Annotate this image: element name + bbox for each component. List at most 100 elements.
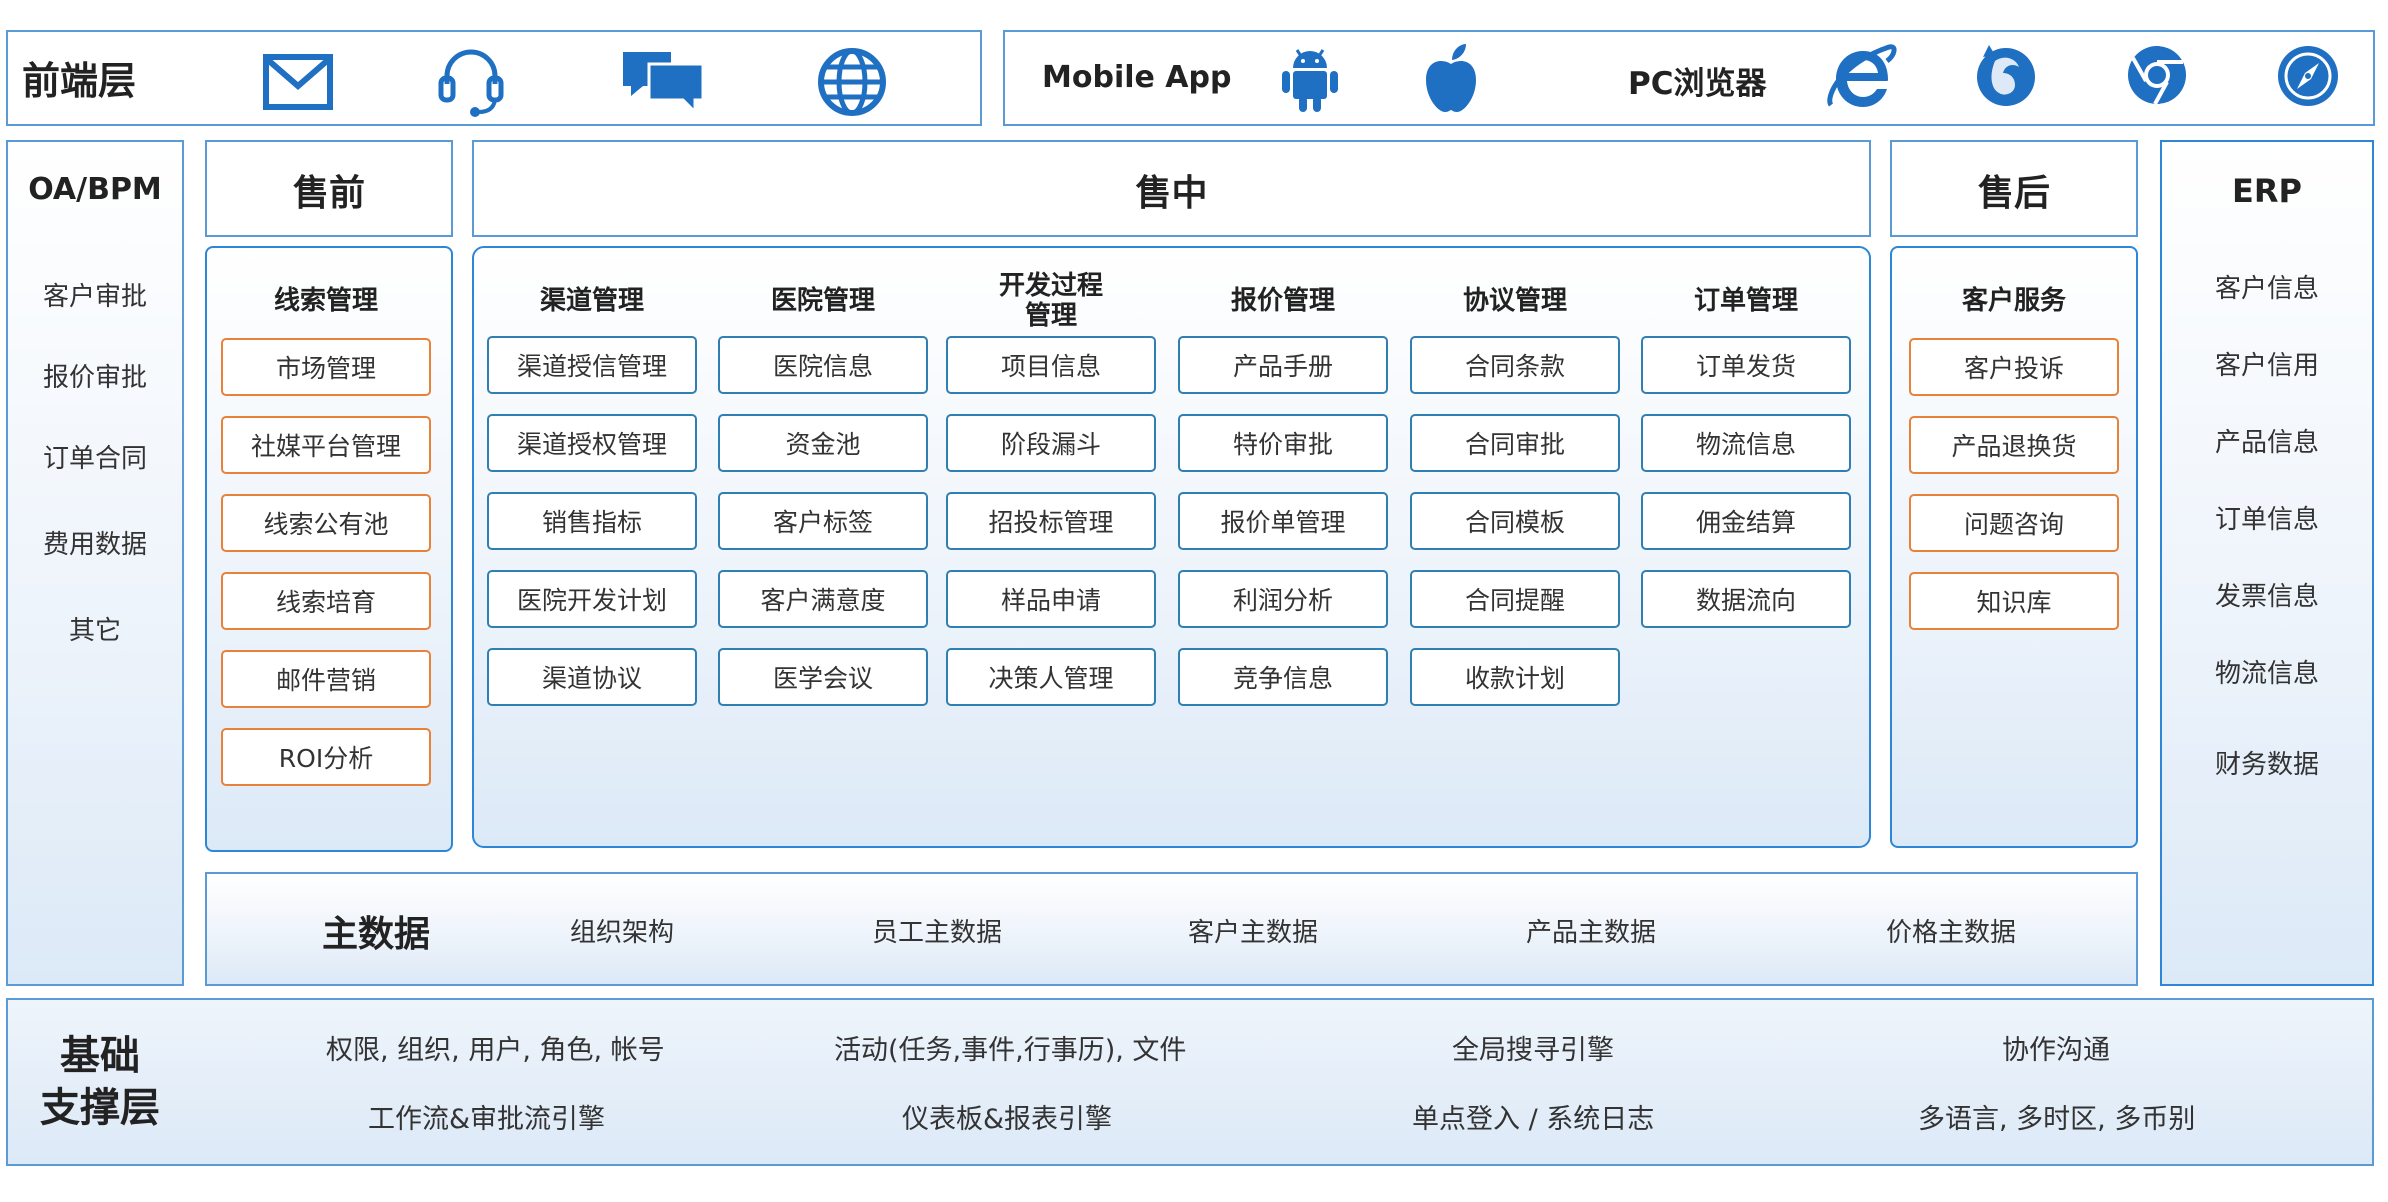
module-title: 客户服务 — [1961, 286, 2066, 316]
frontend-layer-title: 前端层 — [22, 59, 137, 103]
insale-item[interactable]: 订单发货 — [1641, 336, 1851, 394]
erp-list: 客户信息 客户信用 产品信息 订单信息 发票信息 物流信息 财务数据 — [2160, 268, 2374, 781]
insale-item[interactable]: 物流信息 — [1641, 414, 1851, 472]
insale-column-channel: 渠道管理 渠道授信管理 渠道授权管理 销售指标 医院开发计划 渠道协议 — [487, 266, 697, 726]
insale-item[interactable]: 竞争信息 — [1178, 648, 1388, 706]
frontend-left-panel — [6, 30, 982, 126]
insale-item[interactable]: 医院信息 — [718, 336, 928, 394]
chat-icon — [618, 48, 708, 116]
insale-item[interactable]: 医院开发计划 — [487, 570, 697, 628]
base-item: 权限, 组织, 用户, 角色, 帐号 — [326, 1035, 665, 1066]
presale-item[interactable]: 社媒平台管理 — [221, 416, 431, 474]
insale-column-quote: 报价管理 产品手册 特价审批 报价单管理 利润分析 竞争信息 — [1178, 266, 1388, 726]
insale-column-order: 订单管理 订单发货 物流信息 佣金结算 数据流向 — [1641, 266, 1851, 648]
insale-item[interactable]: 销售指标 — [487, 492, 697, 550]
master-data-item: 客户主数据 — [1188, 918, 1319, 948]
master-data-title: 主数据 — [322, 914, 431, 955]
base-layer-panel — [6, 998, 2374, 1166]
insale-panel — [472, 246, 1871, 848]
base-item: 工作流&审批流引擎 — [368, 1104, 606, 1135]
base-layer-title: 基础 支撑层 — [30, 1030, 170, 1134]
insale-item[interactable]: 资金池 — [718, 414, 928, 472]
list-item: 订单信息 — [2214, 505, 2319, 535]
presale-item[interactable]: 线索培育 — [221, 572, 431, 630]
insale-item[interactable]: 渠道协议 — [487, 648, 697, 706]
insale-item[interactable]: 产品手册 — [1178, 336, 1388, 394]
list-item: 客户信用 — [2214, 351, 2319, 381]
aftersale-item[interactable]: 知识库 — [1909, 572, 2119, 630]
insale-item[interactable]: 报价单管理 — [1178, 492, 1388, 550]
aftersale-item[interactable]: 问题咨询 — [1909, 494, 2119, 552]
insale-item[interactable]: 利润分析 — [1178, 570, 1388, 628]
module-title: 线索管理 — [273, 286, 378, 316]
base-item: 多语言, 多时区, 多币别 — [1918, 1104, 2196, 1135]
aftersale-item[interactable]: 客户投诉 — [1909, 338, 2119, 396]
master-data-item: 员工主数据 — [872, 918, 1003, 948]
presale-item[interactable]: 市场管理 — [221, 338, 431, 396]
list-item: 费用数据 — [42, 530, 147, 560]
list-item: 产品信息 — [2214, 428, 2319, 458]
presale-item[interactable]: ROI分析 — [221, 728, 431, 786]
globe-icon — [816, 46, 888, 118]
oa-bpm-panel — [6, 140, 184, 986]
pc-browser-label: PC浏览器 — [1628, 66, 1767, 102]
presale-module: 线索管理 市场管理 社媒平台管理 线索公有池 线索培育 邮件营销 ROI分析 — [221, 266, 431, 806]
insale-item[interactable]: 阶段漏斗 — [946, 414, 1156, 472]
list-item: 物流信息 — [2214, 659, 2319, 689]
oa-bpm-title: OA/BPM — [28, 172, 162, 207]
module-title: 渠道管理 — [539, 286, 644, 316]
master-data-panel — [205, 872, 2138, 986]
insale-item[interactable]: 合同模板 — [1410, 492, 1620, 550]
insale-item[interactable]: 决策人管理 — [946, 648, 1156, 706]
erp-panel — [2160, 140, 2374, 986]
safari-icon — [2274, 40, 2342, 112]
insale-item[interactable]: 佣金结算 — [1641, 492, 1851, 550]
insale-item[interactable]: 收款计划 — [1410, 648, 1620, 706]
presale-header-box — [205, 140, 453, 237]
insale-item[interactable]: 客户满意度 — [718, 570, 928, 628]
insale-item[interactable]: 渠道授信管理 — [487, 336, 697, 394]
insale-item[interactable]: 项目信息 — [946, 336, 1156, 394]
insale-item[interactable]: 医学会议 — [718, 648, 928, 706]
presale-item[interactable]: 线索公有池 — [221, 494, 431, 552]
base-item: 全局搜寻引擎 — [1452, 1035, 1614, 1066]
insale-item[interactable]: 数据流向 — [1641, 570, 1851, 628]
aftersale-item[interactable]: 产品退换货 — [1909, 416, 2119, 474]
master-data-item: 组织架构 — [570, 918, 675, 948]
insale-column-contract: 协议管理 合同条款 合同审批 合同模板 合同提醒 收款计划 — [1410, 266, 1620, 726]
aftersale-header-box — [1890, 140, 2138, 237]
list-item: 客户审批 — [42, 282, 147, 312]
presale-title: 售前 — [292, 173, 365, 214]
insale-item[interactable]: 合同提醒 — [1410, 570, 1620, 628]
insale-item[interactable]: 客户标签 — [718, 492, 928, 550]
list-item: 发票信息 — [2214, 582, 2319, 612]
module-title: 开发过程 管理 — [998, 271, 1103, 331]
insale-item[interactable]: 招投标管理 — [946, 492, 1156, 550]
module-title: 医院管理 — [770, 286, 875, 316]
module-title: 报价管理 — [1230, 286, 1335, 316]
list-item: 其它 — [68, 616, 121, 646]
module-title: 订单管理 — [1693, 286, 1798, 316]
module-title: 协议管理 — [1462, 286, 1567, 316]
base-item: 仪表板&报表引擎 — [902, 1104, 1113, 1135]
insale-item[interactable]: 渠道授权管理 — [487, 414, 697, 472]
insale-item[interactable]: 合同审批 — [1410, 414, 1620, 472]
frontend-right-panel — [1003, 30, 2375, 126]
list-item: 客户信息 — [2214, 274, 2319, 304]
insale-item[interactable]: 样品申请 — [946, 570, 1156, 628]
list-item: 财务数据 — [2214, 750, 2319, 780]
apple-icon — [1418, 42, 1484, 114]
master-data-item: 产品主数据 — [1526, 918, 1657, 948]
list-item: 订单合同 — [42, 444, 147, 474]
insale-item[interactable]: 特价审批 — [1178, 414, 1388, 472]
insale-title: 售中 — [1135, 173, 1208, 214]
base-layer-title-line1: 基础 — [60, 1033, 140, 1079]
aftersale-title: 售后 — [1977, 173, 2050, 214]
mobile-app-label: Mobile App — [1042, 60, 1232, 95]
firefox-icon — [1974, 42, 2038, 110]
erp-title: ERP — [2232, 172, 2302, 210]
presale-item[interactable]: 邮件营销 — [221, 650, 431, 708]
insale-item[interactable]: 合同条款 — [1410, 336, 1620, 394]
mail-icon — [262, 50, 334, 114]
aftersale-module: 客户服务 客户投诉 产品退换货 问题咨询 知识库 — [1909, 266, 2119, 650]
